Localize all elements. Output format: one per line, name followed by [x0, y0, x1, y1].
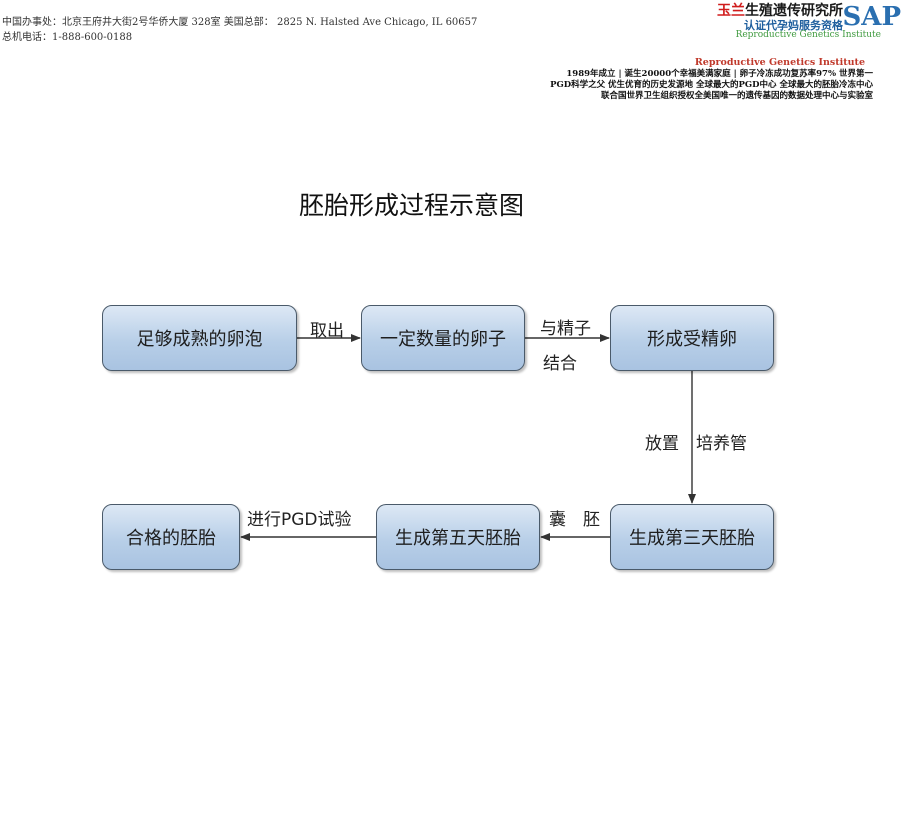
node-qualified-embryo: 合格的胚胎 [102, 504, 240, 570]
node-day3-embryo: 生成第三天胚胎 [610, 504, 774, 570]
node-day5-embryo: 生成第五天胚胎 [376, 504, 540, 570]
edge-label-place: 放置 [645, 434, 679, 454]
edge-label-blasto-2: 胚 [583, 510, 600, 530]
edge-label-with-sperm: 与精子 [540, 319, 591, 339]
logo-cn-red: 玉兰 [717, 3, 745, 19]
logo-cn-rest: 生殖遗传研究所 [745, 3, 843, 19]
node-mature-follicle: 足够成熟的卵泡 [102, 305, 297, 371]
edge-label-pgd-test: 进行PGD试验 [247, 510, 352, 530]
institute-claim-3: 联合国世界卫生组织授权全美国唯一的遗传基因的数据处理中心与实验室 [600, 91, 873, 101]
sap-logo: SAP [842, 2, 902, 32]
phone-number: 总机电话：1-888-600-0188 [2, 32, 133, 43]
node-eggs: 一定数量的卵子 [361, 305, 525, 371]
office-address: 中国办事处：北京王府井大街2号华侨大厦 328室 美国总部： 2825 N. H… [2, 17, 478, 28]
institute-name: Reproductive Genetics Institute [694, 57, 865, 68]
edge-label-retrieve: 取出 [310, 321, 344, 341]
logo-en-subtitle: Reproductive Genetics Institute [735, 30, 881, 40]
institute-claim-2: PGD科学之父 优生优育的历史发源地 全球最大的PGD中心 全球最大的胚胎冷冻中… [550, 80, 873, 90]
diagram-title: 胚胎形成过程示意图 [299, 191, 525, 220]
institute-claim-1: 1989年成立 | 诞生20000个幸福美满家庭 | 卵子冷冻成功复苏率97% … [566, 69, 873, 79]
edge-label-culture-tube: 培养管 [696, 434, 747, 454]
node-fertilized-egg: 形成受精卵 [610, 305, 774, 371]
edge-label-blasto-1: 囊 [549, 510, 566, 530]
logo-cn-subtitle: 认证代孕妈服务资格 [744, 19, 843, 32]
logo-cn-name: 玉兰生殖遗传研究所 [717, 0, 843, 20]
edge-label-combine: 结合 [543, 354, 577, 374]
